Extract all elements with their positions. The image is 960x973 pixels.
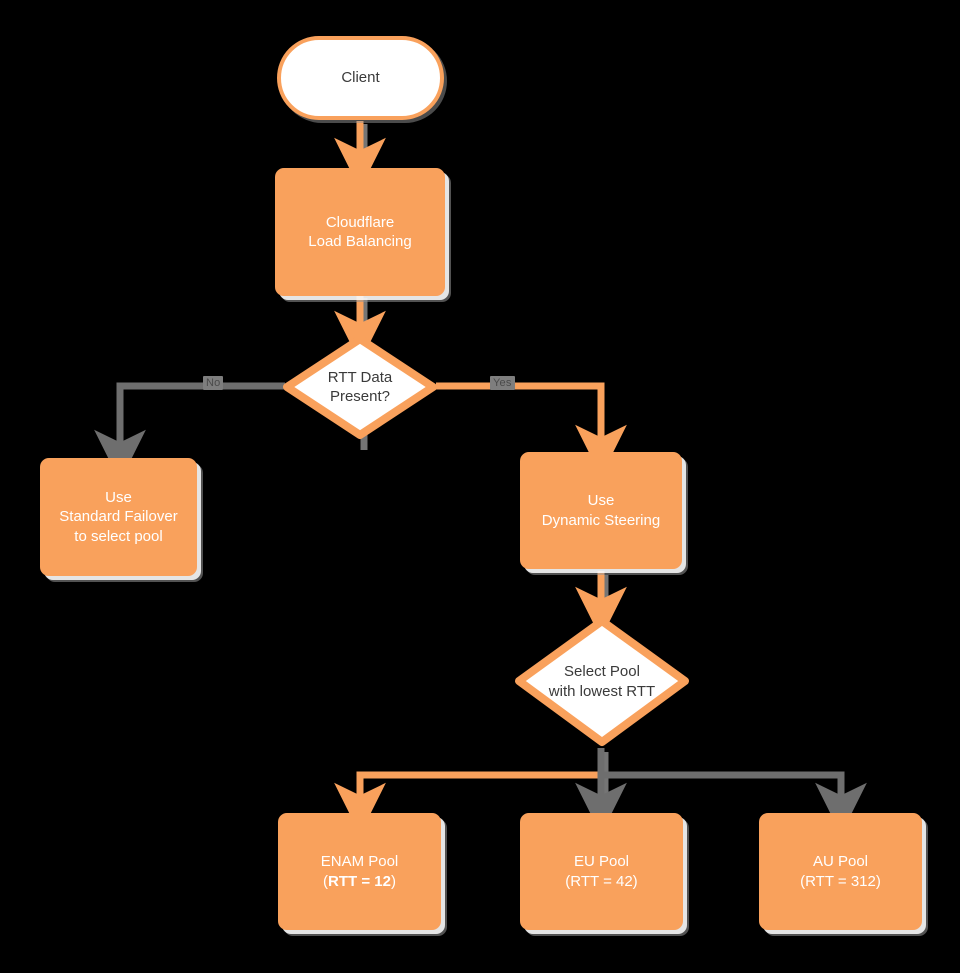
node-enam-pool-rtt: (RTT = 12) — [323, 873, 396, 890]
node-standard-failover-line2: Standard Failover — [59, 508, 178, 526]
edge-label-yes: Yes — [490, 376, 515, 391]
node-client-label: Client — [341, 69, 380, 87]
node-select-pool[interactable]: Select Pool with lowest RTT — [513, 615, 691, 748]
edge-select-to-enam — [334, 748, 605, 835]
node-enam-pool-rtt-value: RTT = 12 — [328, 872, 391, 890]
node-au-pool[interactable]: AU Pool (RTT = 312) — [759, 813, 922, 930]
node-rtt-decision[interactable]: RTT Data Present? — [281, 333, 439, 441]
node-dynamic-steering-line1: Use — [587, 492, 615, 510]
node-standard-failover-line1: Use — [105, 489, 132, 507]
node-au-pool-line1: AU Pool — [812, 853, 869, 871]
node-dynamic-steering[interactable]: Use Dynamic Steering — [520, 452, 682, 569]
node-eu-pool-line2: (RTT = 42) — [565, 872, 638, 890]
edge-rtt-no — [94, 382, 285, 482]
node-load-balancing-line1: Cloudflare — [325, 213, 395, 231]
edge-select-to-au — [601, 771, 867, 835]
node-client[interactable]: Client — [277, 36, 444, 120]
paren-open: ( — [323, 872, 329, 890]
node-eu-pool[interactable]: EU Pool (RTT = 42) — [520, 813, 683, 930]
node-eu-pool-line1: EU Pool — [573, 853, 630, 871]
select-pool-diamond-shape — [515, 617, 689, 746]
node-dynamic-steering-line2: Dynamic Steering — [541, 511, 661, 529]
node-au-pool-line2: (RTT = 312) — [800, 872, 881, 890]
paren-close: ) — [390, 872, 396, 890]
rtt-diamond-shape — [283, 335, 437, 439]
edge-rtt-yes — [436, 382, 627, 477]
node-load-balancing-line2: Load Balancing — [308, 233, 412, 250]
edge-label-no: No — [203, 376, 224, 391]
node-load-balancing[interactable]: Cloudflare Load Balancing — [275, 168, 445, 296]
node-standard-failover[interactable]: Use Standard Failover to select pool — [40, 458, 197, 576]
node-enam-pool-line1: ENAM Pool — [320, 853, 399, 871]
node-enam-pool[interactable]: ENAM Pool (RTT = 12) — [278, 813, 441, 930]
node-standard-failover-line3: to select pool — [74, 527, 163, 545]
